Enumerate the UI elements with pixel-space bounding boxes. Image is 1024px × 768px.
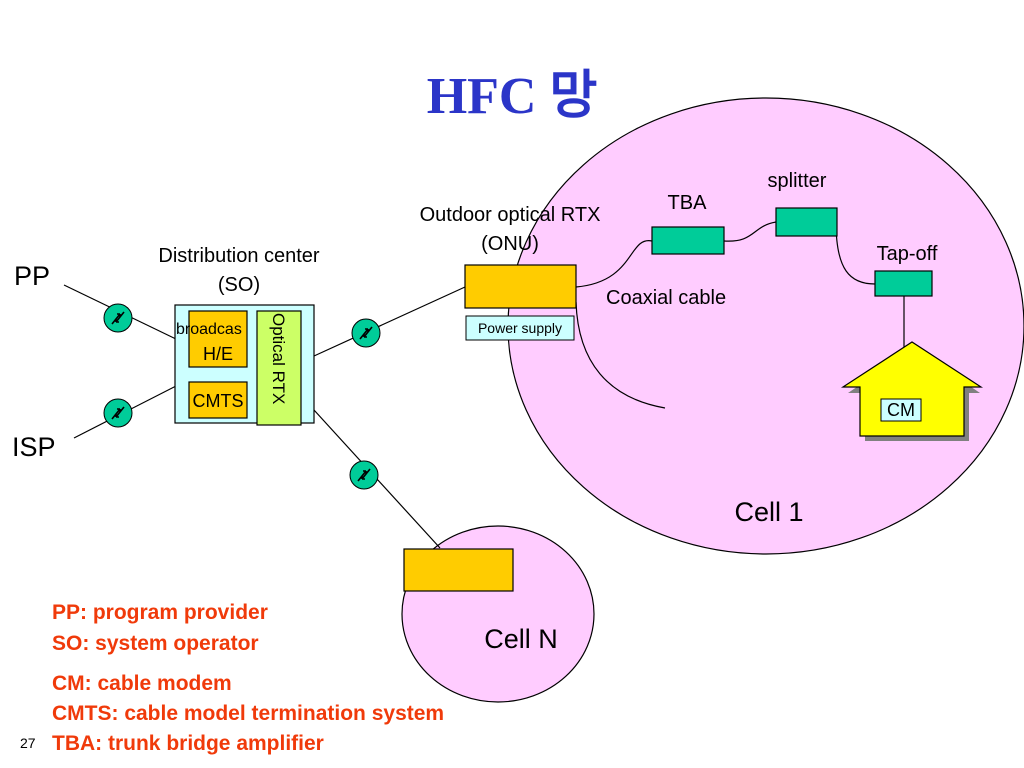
cell-n-onu-box	[403, 548, 514, 592]
tap-off-label: Tap-off	[877, 243, 938, 265]
link-icon	[103, 303, 133, 333]
cell-n-label: Cell N	[484, 624, 558, 654]
legend-item-pp: PP: program provider	[52, 601, 268, 624]
link-icon	[103, 398, 133, 428]
cell-1-label: Cell 1	[734, 497, 803, 527]
head-end-box	[188, 310, 248, 368]
cm-box	[880, 398, 922, 422]
cell-1-area	[507, 97, 1024, 555]
cmts-box	[188, 381, 248, 419]
pp-label: PP	[14, 261, 50, 291]
so-label: (SO)	[218, 274, 260, 296]
optical-rtx-box	[256, 310, 302, 426]
link-icon	[351, 318, 381, 348]
page-title: HFC 망	[427, 68, 598, 125]
distribution-center-label: Distribution center	[158, 245, 320, 267]
coax-to-tba	[575, 240, 653, 288]
legend-item-so: SO: system operator	[52, 632, 259, 655]
isp-label: ISP	[12, 432, 56, 462]
link-icon	[349, 460, 379, 490]
optical-rtx-label: Optical RTX	[269, 313, 288, 404]
power-supply-box	[465, 315, 575, 341]
broadcast-label: broadcas	[176, 321, 242, 338]
he-label: H/E	[203, 344, 233, 364]
legend-item-cmts: CMTS: cable model termination system	[52, 702, 444, 725]
tba-to-splitter	[723, 221, 777, 242]
onu-link-line	[313, 286, 466, 357]
tap-off-box	[874, 270, 933, 297]
coaxial-cable-label: Coaxial cable	[606, 287, 726, 309]
coax-branch	[575, 301, 666, 409]
onu-box	[464, 264, 577, 309]
onu-label: (ONU)	[481, 233, 539, 255]
outdoor-optical-rtx-label: Outdoor optical RTX	[420, 204, 601, 226]
tba-box	[651, 226, 725, 255]
cmts-label: CMTS	[193, 391, 244, 411]
splitter-box	[775, 207, 838, 237]
tba-label: TBA	[668, 192, 708, 214]
page-number: 27	[20, 735, 36, 751]
power-supply-label: Power supply	[478, 320, 562, 336]
legend-item-tba: TBA: trunk bridge amplifier	[52, 732, 324, 755]
splitter-label: splitter	[768, 170, 827, 192]
legend-item-cm: CM: cable modem	[52, 672, 232, 695]
cm-label: CM	[887, 400, 915, 420]
